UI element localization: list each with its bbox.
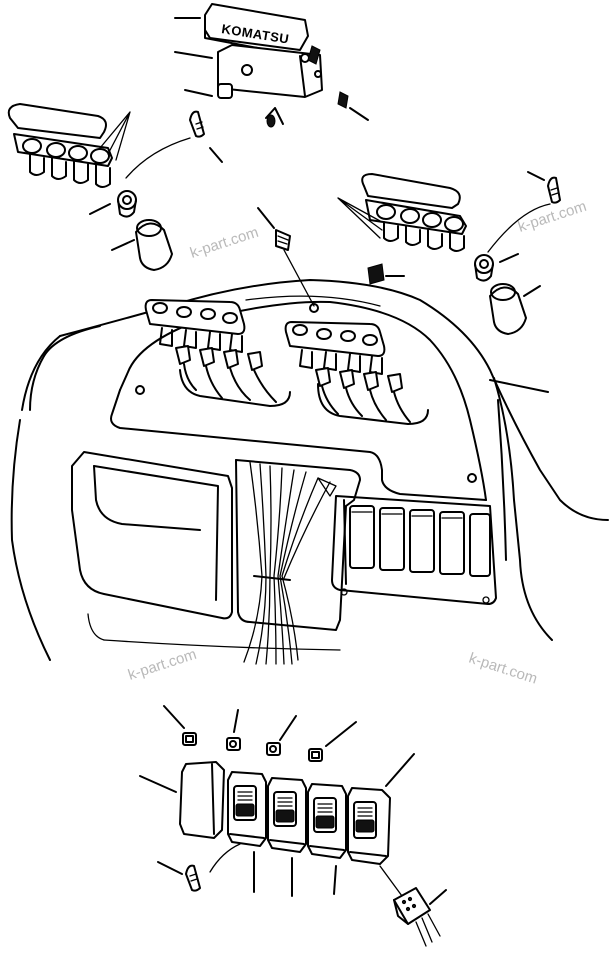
socket-right bbox=[474, 253, 519, 282]
rocker-switch-1 bbox=[227, 771, 267, 847]
leader-screw-top bbox=[349, 107, 369, 121]
lamp-housing-right bbox=[337, 173, 467, 252]
watermark-3: k-part.com bbox=[126, 646, 199, 684]
switch-row-left bbox=[144, 299, 277, 403]
lamp-housing-left bbox=[7, 103, 131, 188]
controller-parts bbox=[217, 45, 349, 128]
watermark-4: k-part.com bbox=[467, 650, 540, 688]
watermark-2: k-part.com bbox=[516, 198, 589, 236]
screw-center bbox=[257, 207, 315, 307]
controller-unit: KOMATSU bbox=[204, 3, 323, 98]
bulb-right bbox=[527, 171, 561, 204]
socket-left bbox=[89, 190, 137, 218]
leader-controller-grommet bbox=[184, 89, 213, 97]
leader-controller-base bbox=[174, 51, 213, 59]
rocker-switch-4 bbox=[347, 753, 415, 865]
blank-switch bbox=[139, 761, 225, 839]
rocker-switch-2 bbox=[267, 777, 307, 853]
rocker-switch-3 bbox=[307, 783, 347, 859]
connector-plug bbox=[379, 865, 447, 947]
bulb-left bbox=[189, 110, 223, 163]
wire-right-upper bbox=[487, 203, 551, 253]
cap-left bbox=[111, 219, 173, 271]
switch-row-right bbox=[284, 321, 411, 423]
wire-harness bbox=[243, 461, 337, 665]
cap-right bbox=[489, 283, 541, 335]
indicator-chips bbox=[163, 705, 357, 762]
screw-right bbox=[367, 263, 405, 285]
watermark-1: k-part.com bbox=[188, 224, 261, 262]
leader-dash bbox=[489, 379, 549, 393]
switch-leaders-bottom bbox=[209, 843, 337, 897]
wire-left-upper bbox=[125, 137, 191, 179]
bulb-bottom bbox=[157, 861, 201, 892]
